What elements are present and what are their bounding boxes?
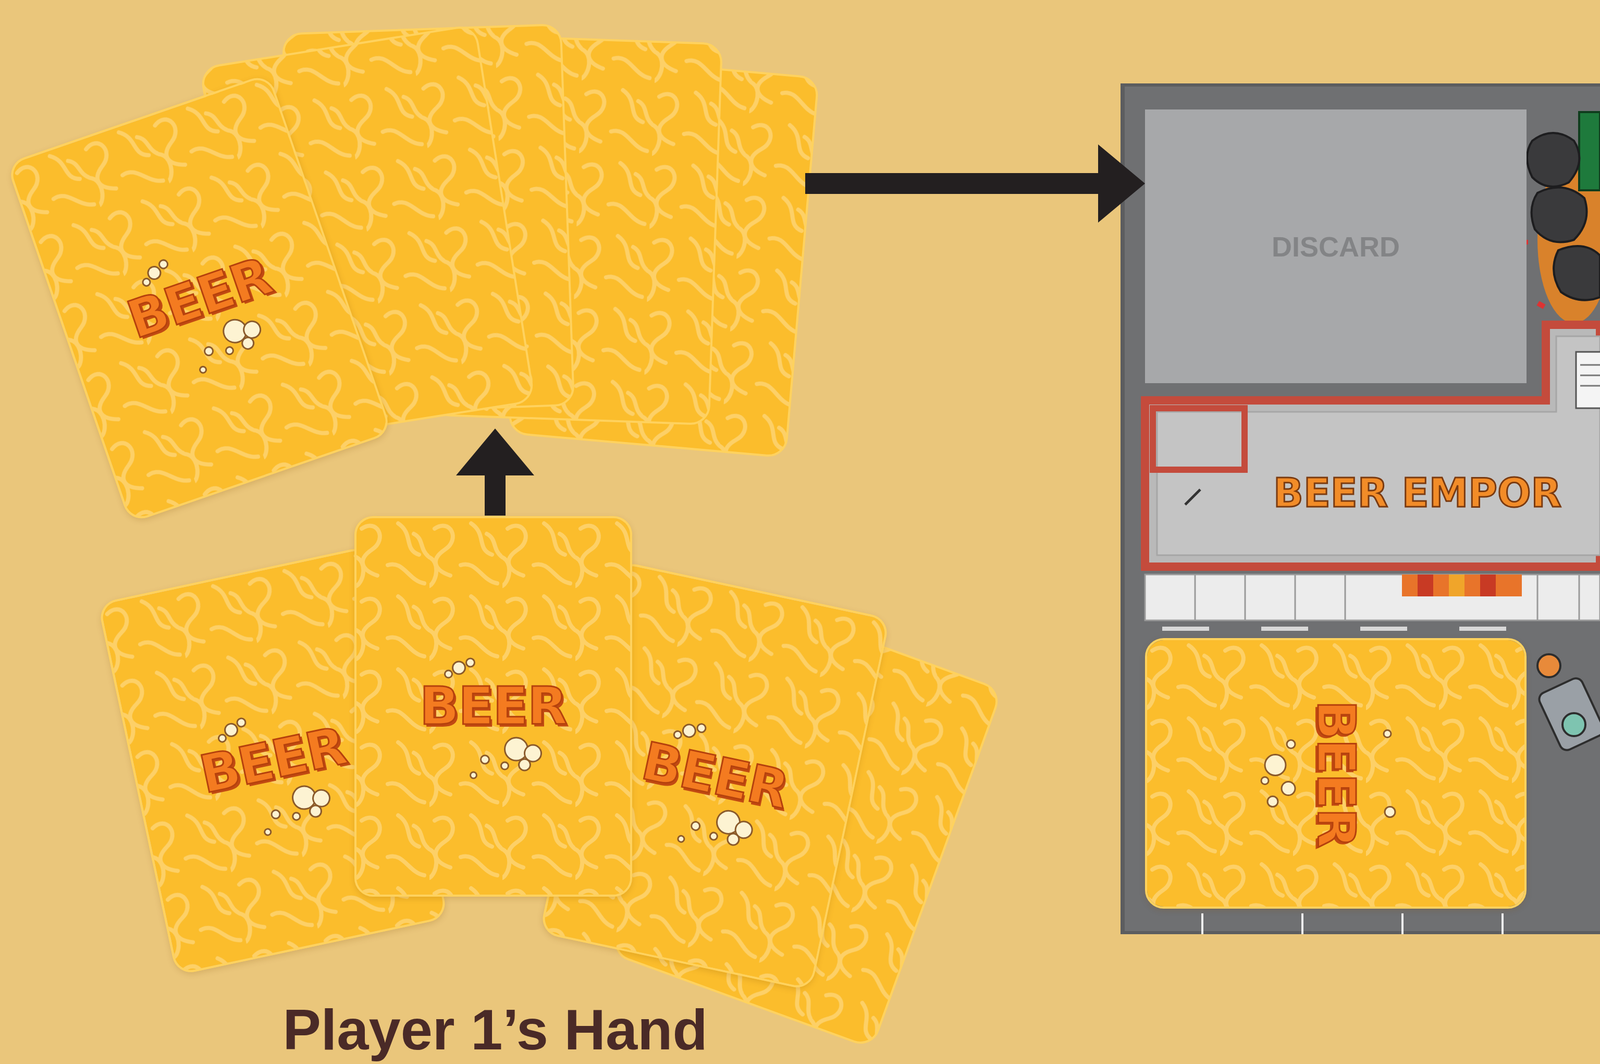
beer-foam [444,670,452,678]
roof-hatch [1152,408,1245,470]
beer-foam [470,771,477,779]
card-face [1147,640,1527,909]
beer-foam [696,722,707,733]
beer-card: BEER [1145,637,1527,909]
beer-foam [270,809,281,820]
notepad [1576,351,1600,409]
beer-foam [465,658,475,667]
beer-foam [677,834,685,843]
beer-foam [141,277,152,287]
beer-card: BEER [354,515,633,897]
card-title: BEER [419,680,567,733]
dumpster [1579,112,1600,191]
beer-foam [725,832,740,846]
game-board [1120,83,1600,934]
beer-foam [1286,740,1296,749]
storefront [1145,574,1600,621]
card-face [8,74,393,524]
beer-foam [217,733,227,743]
beer-foam [518,758,531,771]
beer-foam [1264,754,1286,776]
beer-foam [1267,796,1278,807]
hand-caption: Player 1’s Hand [282,1000,708,1058]
beer-foam [157,259,169,270]
store-sign: BEER EMPOR [1273,473,1562,513]
beer-card: BEER [5,72,393,524]
played-stack: BEER [10,15,806,429]
game-board: BEER EMPOR DISCARD BEER [1120,83,1600,934]
beer-foam [203,345,214,356]
beer-foam [1281,781,1296,796]
trash-bags [1527,132,1600,301]
shopper [1536,654,1600,753]
beer-foam [308,804,323,818]
beer-foam [709,831,719,841]
flow-arrow [456,428,535,516]
card-face [540,562,891,991]
beer-foam [672,730,682,740]
beer-foam [500,761,509,770]
beer-foam [681,723,697,738]
flow-arrow [805,144,1146,223]
beer-foam [198,365,207,374]
arrow-head [456,428,535,476]
hand-label: Player 1’s Hand [282,997,708,1062]
card-face [356,518,633,897]
beer-foam [480,755,489,764]
beer-foam [291,811,301,821]
beer-foam [241,318,263,341]
beer-foam [1261,777,1269,785]
beer-foam [1383,730,1392,738]
roof-vent [1185,489,1201,505]
parking-lines [1202,913,1503,934]
beer-foam [263,828,272,836]
player-hand: Player 1’s HandBEERBEERBEER [96,515,975,1061]
discard-zone: DISCARD [1145,109,1527,384]
arrow-shaft [484,474,506,516]
beer-foam [236,717,246,728]
arrow-head [1098,144,1146,223]
curb-marks [1162,626,1507,631]
store-name: BEER EMPOR [1273,469,1562,516]
zone-label: DISCARD [1271,230,1400,263]
beer-foam [504,737,528,761]
card-title: BEER [1309,699,1362,847]
beer-foam [223,722,239,737]
beer-foam [452,661,465,674]
arrow-shaft [805,173,1100,194]
beer-foam [690,820,701,831]
beer-foam [240,335,255,351]
beer-foam [1384,806,1396,818]
beer-foam [224,346,235,356]
